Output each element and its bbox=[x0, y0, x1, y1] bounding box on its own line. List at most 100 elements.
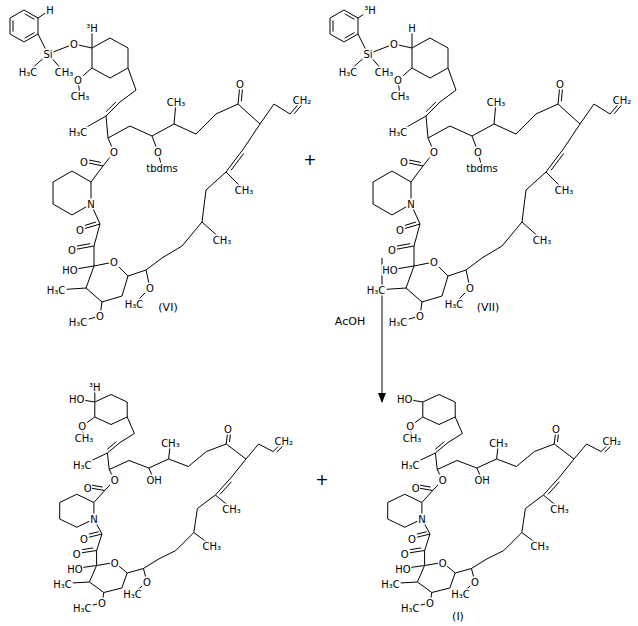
atom-label: H₃C bbox=[52, 578, 73, 589]
atom-label: O bbox=[235, 79, 245, 90]
bond-line bbox=[274, 104, 290, 114]
atom-label: HO bbox=[66, 563, 83, 574]
atom-label: O bbox=[75, 225, 85, 236]
atom-label: O bbox=[551, 424, 561, 435]
atom-label: O bbox=[97, 598, 107, 609]
bond-line bbox=[130, 126, 152, 136]
atom-label: CH₃ bbox=[74, 433, 95, 444]
bond-line bbox=[162, 246, 182, 258]
atom-label: HO bbox=[394, 563, 411, 574]
atom-label: N bbox=[86, 199, 95, 210]
atom-label: H₃C bbox=[72, 460, 93, 471]
bond-line bbox=[388, 494, 405, 502]
bond-line bbox=[442, 276, 448, 296]
bond-line bbox=[439, 417, 455, 425]
bond-line bbox=[448, 48, 449, 68]
bond-line bbox=[128, 68, 136, 90]
bond-line bbox=[560, 459, 574, 477]
bond-line bbox=[504, 533, 522, 551]
bond-line bbox=[86, 266, 94, 288]
bond-line bbox=[75, 244, 90, 247]
bond-line bbox=[574, 444, 587, 459]
atom-label: O bbox=[110, 475, 120, 486]
bond-line bbox=[428, 126, 450, 138]
atom-label: O bbox=[393, 75, 403, 86]
plus-sign: + bbox=[302, 151, 317, 169]
compound-number: (I) bbox=[451, 611, 465, 623]
bond-line bbox=[435, 443, 448, 454]
bond-line bbox=[388, 519, 405, 527]
bond-line bbox=[543, 477, 559, 495]
bond-line bbox=[406, 266, 414, 288]
bond-line bbox=[226, 148, 244, 172]
atom-label: H₃C bbox=[388, 317, 409, 328]
atom-label: H bbox=[45, 5, 55, 16]
bond-line bbox=[107, 442, 116, 449]
atom-label: H₃C bbox=[400, 460, 421, 471]
bond-line bbox=[232, 459, 246, 477]
bond-line bbox=[127, 402, 128, 417]
bond-line bbox=[430, 38, 448, 48]
atom-label: H₃C bbox=[18, 67, 39, 78]
atom-label: tbdms bbox=[145, 163, 179, 174]
atom-label: H₃C bbox=[338, 67, 359, 78]
atom-label: O bbox=[438, 475, 448, 486]
bond-line bbox=[417, 566, 424, 583]
bond-line bbox=[564, 124, 580, 148]
bond-line bbox=[102, 296, 122, 302]
atom-label: O bbox=[142, 577, 152, 588]
bond-line bbox=[86, 288, 102, 302]
bond-line bbox=[92, 38, 110, 48]
bond-line bbox=[455, 569, 471, 574]
bond-line bbox=[106, 102, 120, 116]
bond-line bbox=[120, 90, 136, 102]
bond-line bbox=[94, 224, 100, 246]
bond-line bbox=[558, 104, 580, 124]
bond-line bbox=[95, 395, 111, 403]
bond-line bbox=[107, 443, 120, 454]
bond-line bbox=[426, 102, 440, 116]
bond-line bbox=[333, 20, 334, 31]
bond-line bbox=[97, 534, 102, 551]
bond-line bbox=[72, 171, 91, 182]
bond-line bbox=[455, 402, 456, 417]
bond-line bbox=[522, 509, 526, 533]
bond-line bbox=[534, 444, 554, 452]
atom-label: O bbox=[465, 283, 475, 294]
atom-label: CH₃ bbox=[166, 97, 187, 108]
bond-line bbox=[104, 588, 122, 593]
bond-line bbox=[95, 417, 111, 425]
atom-label: CH₃ bbox=[202, 541, 223, 552]
bond-line bbox=[373, 204, 392, 215]
atom-label: CH₃ bbox=[390, 91, 411, 102]
bond-line bbox=[497, 459, 517, 467]
atom-label: O bbox=[69, 39, 79, 50]
atom-label: CH₂ bbox=[292, 95, 313, 106]
bond-line bbox=[522, 190, 526, 222]
bond-line bbox=[580, 104, 594, 124]
atom-label: O bbox=[429, 147, 439, 158]
atom-label: HO bbox=[381, 265, 398, 276]
bond-line bbox=[60, 519, 77, 527]
bond-line bbox=[53, 204, 72, 215]
bond-line bbox=[330, 34, 344, 42]
atom-label: CH₃ bbox=[160, 437, 181, 448]
atom-label: O bbox=[395, 225, 405, 236]
bond-line bbox=[448, 434, 462, 443]
bond-line bbox=[330, 10, 344, 18]
bond-line bbox=[215, 477, 231, 495]
bond-line bbox=[146, 258, 162, 270]
atom-label: O bbox=[95, 311, 105, 322]
bond-line bbox=[455, 417, 462, 434]
bond-line bbox=[260, 104, 274, 124]
bond-line bbox=[143, 560, 157, 569]
bond-line bbox=[87, 160, 100, 163]
bond-line bbox=[548, 482, 559, 495]
bond-line bbox=[60, 494, 77, 502]
bond-line bbox=[10, 10, 24, 18]
atom-label: H₃C bbox=[72, 602, 93, 613]
atom-label: CH₃ bbox=[374, 67, 395, 78]
bond-line bbox=[435, 453, 437, 470]
bond-line bbox=[502, 222, 522, 246]
bond-line bbox=[435, 442, 444, 449]
